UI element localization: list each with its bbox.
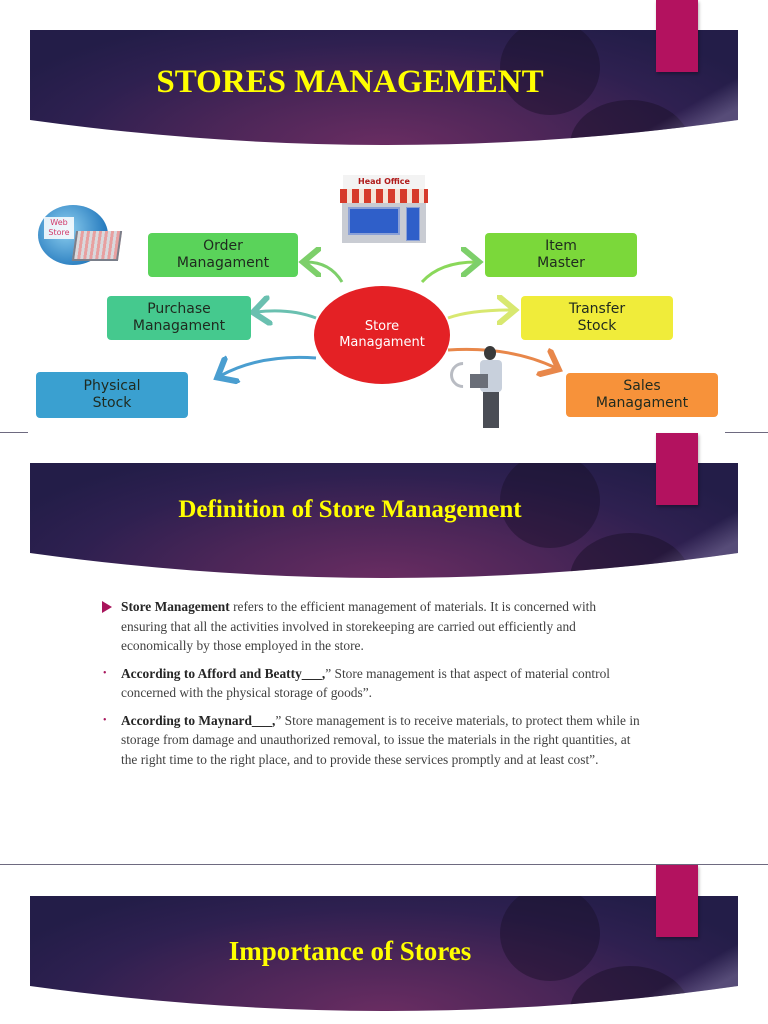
paragraph-definition: Store Management refers to the efficient…: [100, 597, 640, 656]
cart-icon: [71, 231, 123, 261]
slide-1: STORES MANAGEMENT Head Office: [0, 0, 768, 432]
shop-door: [406, 207, 420, 241]
title-banner: [30, 463, 738, 581]
shop-window: [348, 207, 400, 235]
node-transfer-stock: Transfer Stock: [521, 296, 673, 340]
diagram-arrows: [30, 150, 738, 432]
decorative-circle: [500, 896, 600, 981]
awning: [340, 189, 428, 203]
accent-tab: [656, 433, 698, 505]
definition-content: Store Management refers to the efficient…: [100, 597, 640, 777]
slide-separator: [725, 432, 768, 433]
title-banner: [30, 896, 738, 1014]
slide-title: Definition of Store Management: [178, 496, 522, 523]
title-banner: [30, 30, 738, 148]
node-label: Physical: [83, 378, 141, 394]
web-store-label: Web Store: [44, 217, 74, 239]
slide-title: Importance of Stores: [228, 936, 472, 966]
node-store-management: Store Managament: [314, 286, 450, 384]
person-head: [484, 346, 496, 360]
decorative-circle: [500, 463, 600, 548]
slide-separator: [0, 864, 768, 865]
accent-tab: [656, 0, 698, 72]
person-with-laptop-icon: [444, 346, 520, 432]
web-store-line1: Web: [50, 218, 68, 227]
node-item-master: Item Master: [485, 233, 637, 277]
paragraph-text: ” Store management is that aspect of mat…: [121, 665, 611, 701]
web-store-icon: Web Store: [38, 205, 128, 270]
paragraph-text: refers to the efficient management of ma…: [121, 599, 597, 653]
slide-2: Definition of Store Management Store Man…: [0, 432, 768, 864]
store-management-diagram: Head Office Web Store Order Managament P…: [30, 150, 738, 432]
node-label: Transfer: [568, 301, 626, 317]
node-label: Item: [545, 238, 577, 254]
center-label: Store: [364, 319, 400, 334]
node-label: Stock: [577, 318, 617, 334]
slide-title: STORES MANAGEMENT: [156, 64, 544, 100]
decorative-circle: [500, 30, 600, 115]
paragraph-afford-beatty: • According to Afford and Beatty___,” St…: [100, 664, 640, 703]
node-physical-stock: Physical Stock: [36, 372, 188, 418]
slide-3: Importance of Stores: [0, 864, 768, 1024]
person-legs: [483, 392, 499, 428]
node-label: Master: [537, 255, 585, 271]
node-label: Managament: [595, 395, 689, 411]
web-store-line2: Store: [48, 228, 70, 237]
triangle-bullet-icon: [102, 601, 112, 613]
node-label: Managament: [132, 318, 226, 334]
slide-separator: [0, 432, 28, 433]
node-sales-management: Sales Managament: [566, 373, 718, 417]
accent-tab: [656, 865, 698, 937]
paragraph-text: ” Store management is to receive materia…: [121, 712, 640, 767]
node-label: Managament: [176, 255, 270, 271]
node-label: Sales: [623, 378, 661, 394]
dot-bullet-icon: •: [103, 667, 107, 679]
term: According to Afford and Beatty___,: [121, 665, 326, 681]
center-label: Managament: [339, 335, 425, 350]
node-label: Order: [203, 238, 243, 254]
node-order-management: Order Managament: [148, 233, 298, 277]
head-office-label: Head Office: [343, 175, 425, 189]
node-purchase-management: Purchase Managament: [107, 296, 251, 340]
term: Store Management: [121, 599, 230, 614]
laptop-icon: [470, 374, 488, 388]
node-label: Purchase: [147, 301, 211, 317]
paragraph-maynard: • According to Maynard___,” Store manage…: [100, 711, 640, 770]
node-label: Stock: [92, 395, 132, 411]
head-office-icon: Head Office: [338, 175, 430, 245]
dot-bullet-icon: •: [103, 714, 107, 726]
term: According to Maynard___,: [121, 712, 276, 728]
